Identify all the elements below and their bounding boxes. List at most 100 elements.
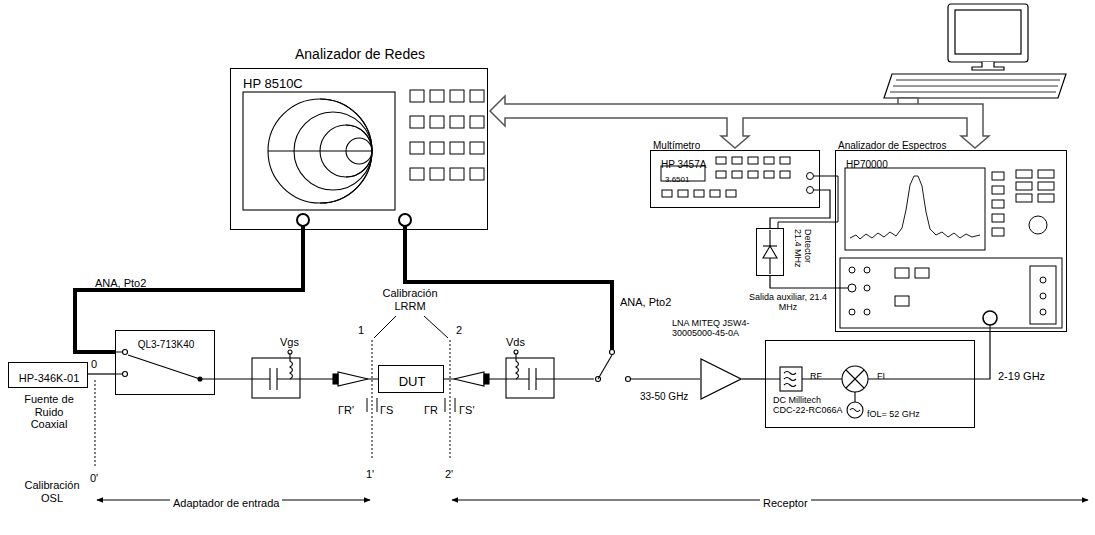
control-bus-arrow bbox=[490, 96, 989, 148]
panel-button bbox=[764, 157, 774, 164]
node-text: Detector 21.4 MHz bbox=[792, 229, 813, 275]
text-slot: Analizador de Espectros bbox=[838, 135, 946, 153]
panel-buttons bbox=[410, 90, 1054, 236]
switch-box: QL3-713K40 bbox=[115, 330, 215, 395]
panel-button bbox=[1016, 194, 1032, 202]
multimeter-front bbox=[807, 173, 814, 180]
panel-button bbox=[732, 171, 742, 178]
text-slot: HP-346K-01 bbox=[9, 368, 89, 386]
text-slot: QL3-713K40 bbox=[116, 334, 216, 352]
annotation-label: 33-50 GHz bbox=[640, 391, 688, 403]
panel-button bbox=[410, 168, 424, 180]
reference-planes bbox=[97, 500, 370, 501]
panel-button bbox=[780, 171, 790, 178]
network-analyzer-front bbox=[243, 92, 395, 210]
spectrum-analyzer-front bbox=[1040, 309, 1046, 315]
spectrum-analyzer-front bbox=[864, 267, 870, 273]
panel-button bbox=[430, 168, 444, 180]
panel-button bbox=[430, 142, 444, 154]
text-slot: Vds bbox=[506, 332, 525, 350]
panel-button bbox=[710, 190, 720, 197]
network-analyzer-front bbox=[346, 138, 372, 164]
panel-button bbox=[430, 90, 444, 102]
annotation-label: Vgs bbox=[280, 336, 299, 349]
text-slot: ΓS bbox=[380, 400, 393, 418]
dut-box: DUT bbox=[378, 365, 444, 393]
signal-connector bbox=[975, 332, 990, 379]
reference-planes bbox=[95, 340, 450, 466]
text-slot: ΓR' bbox=[338, 400, 354, 418]
spectrum-analyzer-front bbox=[1040, 293, 1046, 299]
detector-diode bbox=[763, 245, 777, 246]
text-slot: 2' bbox=[445, 464, 453, 482]
downconverter-internals bbox=[780, 367, 802, 391]
receiver-switch bbox=[610, 350, 615, 355]
panel-button bbox=[470, 90, 484, 102]
annotation-label: ΓR bbox=[424, 404, 438, 417]
connector-label: Salida auxiliar, 21.4 MHz bbox=[744, 292, 832, 313]
receiver-switch bbox=[598, 355, 612, 379]
spectrum-analyzer-front bbox=[1040, 277, 1046, 283]
annotation-label: Vds bbox=[506, 336, 525, 349]
spectrum-analyzer-front bbox=[915, 268, 929, 278]
panel-button bbox=[410, 90, 424, 102]
annotation-label: 1 bbox=[358, 324, 364, 337]
probe-tip bbox=[454, 372, 484, 386]
bias-tee bbox=[288, 350, 292, 354]
spectrum-analyzer-front bbox=[864, 285, 870, 291]
node-text: Analizador de Redes bbox=[295, 46, 425, 62]
text-slot: DUT bbox=[379, 372, 445, 390]
text-slot: 2-19 GHz bbox=[998, 366, 1045, 384]
text-slot: 3.6501 bbox=[665, 168, 689, 186]
text-slot: 2 bbox=[456, 320, 462, 338]
panel-button bbox=[450, 142, 464, 154]
downconverter-internals bbox=[846, 370, 864, 388]
input-switch bbox=[198, 377, 202, 381]
text-slot: HP 3457A bbox=[661, 154, 706, 172]
reference-planes bbox=[374, 316, 448, 338]
panel-button bbox=[1038, 194, 1054, 202]
multimeter-front bbox=[807, 187, 814, 194]
bias-tee bbox=[506, 368, 554, 390]
network-analyzer-front bbox=[297, 214, 309, 226]
multimeter-front bbox=[778, 176, 838, 228]
text-slot: RF bbox=[810, 365, 822, 383]
annotation-label: 2' bbox=[445, 468, 453, 481]
signal-connector bbox=[742, 378, 765, 379]
input-switch bbox=[123, 372, 128, 377]
text-slot: 1' bbox=[366, 464, 374, 482]
annotation-label: ΓS bbox=[380, 404, 393, 417]
annotation-label: 2-19 GHz bbox=[998, 370, 1045, 383]
probe-tip bbox=[333, 372, 489, 386]
panel-button bbox=[470, 168, 484, 180]
annotation-label: ΓR' bbox=[338, 404, 354, 417]
node-text: HP70000 bbox=[846, 159, 888, 171]
downconverter-internals bbox=[784, 372, 796, 387]
node-text: Analizador de Espectros bbox=[838, 140, 946, 152]
spectrum-analyzer-front bbox=[848, 284, 856, 292]
receiver-switch bbox=[594, 350, 631, 387]
amplifier-triangle bbox=[701, 359, 741, 399]
node-text: HP 8510C bbox=[243, 77, 303, 92]
text-slot: FI bbox=[877, 365, 885, 383]
downconverter-internals bbox=[847, 402, 863, 418]
text-slot: ΓS' bbox=[459, 400, 475, 418]
panel-button bbox=[470, 142, 484, 154]
network-analyzer-front bbox=[301, 226, 305, 230]
network-analyzer-front bbox=[243, 92, 612, 350]
annotation-label: Calibración LRRM bbox=[368, 287, 452, 312]
downconverter-internals bbox=[850, 409, 860, 412]
panel-button bbox=[450, 168, 464, 180]
spectrum-analyzer: Analizador de EspectrosHP70000 bbox=[835, 150, 1067, 332]
spectrum-analyzer-front bbox=[850, 176, 980, 239]
annotation-label: ΓS' bbox=[459, 404, 475, 417]
computer bbox=[972, 62, 1004, 70]
spectrum-analyzer-front bbox=[990, 325, 991, 332]
network-analyzer-front bbox=[320, 99, 372, 203]
input-switch bbox=[123, 350, 128, 355]
panel-button bbox=[430, 116, 444, 128]
text-slot: DC Millitech CDC-22-RC066A bbox=[773, 395, 845, 417]
text-slot: fOL= 52 GHz bbox=[867, 403, 920, 421]
